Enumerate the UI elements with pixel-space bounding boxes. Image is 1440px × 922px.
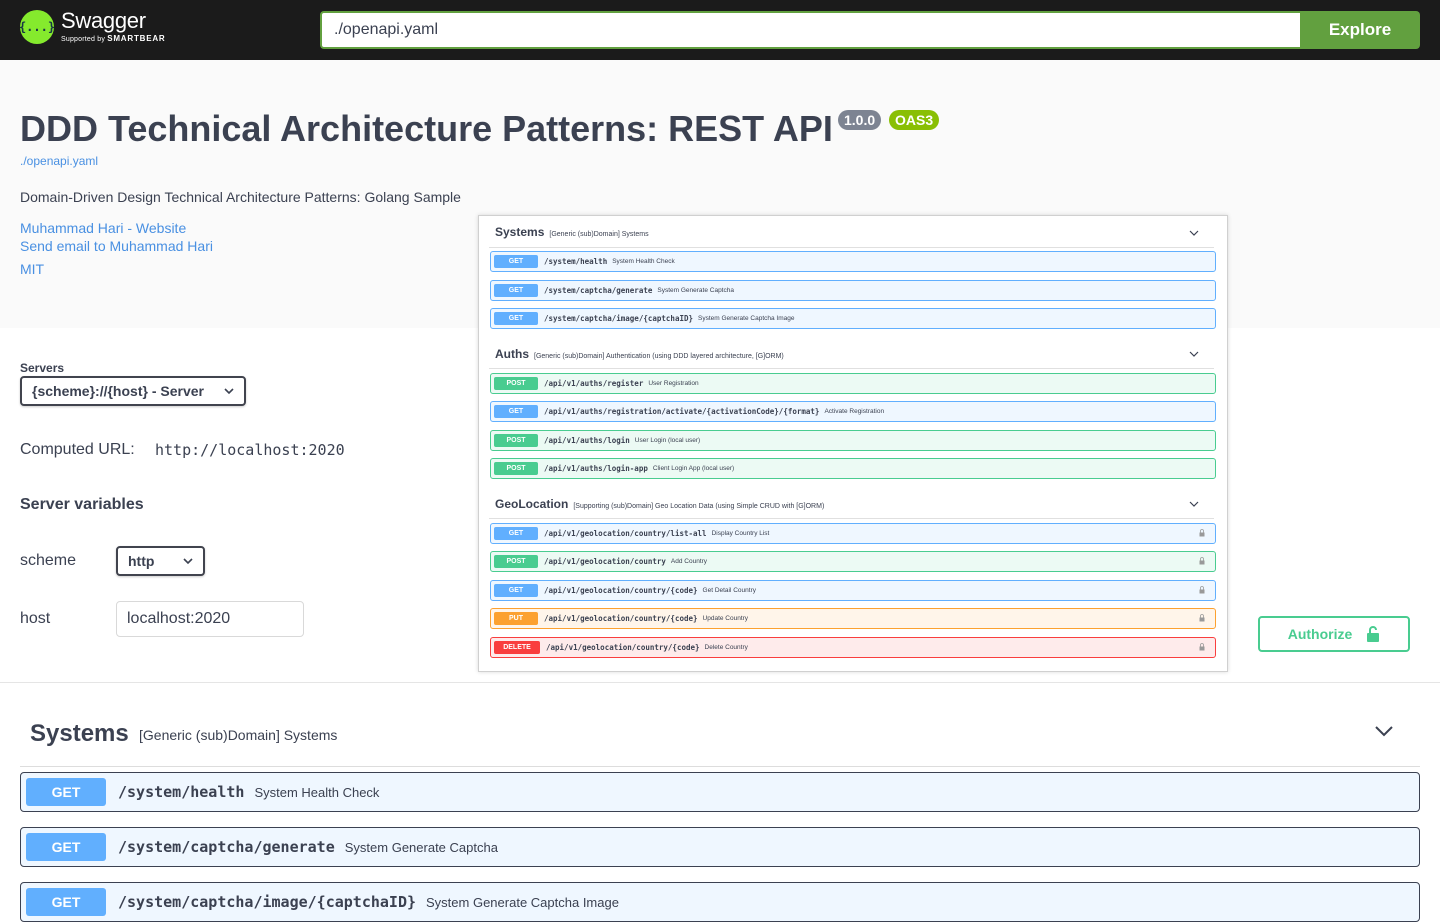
operation-summary: System Health Check [254, 784, 380, 800]
computed-url-value: http://localhost:2020 [155, 441, 345, 459]
logo-subtitle: Supported by SMARTBEAR [61, 34, 166, 43]
chevron-down-icon[interactable] [1189, 228, 1199, 238]
operation-row[interactable]: GET /system/health System Health Check [20, 772, 1420, 812]
preview-tag-systems[interactable]: Systems[Generic (sub)Domain] Systems [495, 225, 649, 239]
servers-select[interactable]: {scheme}://{host} - Server [20, 376, 246, 406]
method-badge: GET [26, 888, 106, 916]
scheme-select[interactable]: http [116, 546, 205, 576]
logo-name: Swagger [61, 8, 146, 33]
chevron-down-icon [183, 557, 193, 564]
oas-badge: OAS3 [889, 110, 940, 130]
spec-link[interactable]: ./openapi.yaml [20, 154, 99, 168]
preview-tag-geolocation[interactable]: GeoLocation[Supporting (sub)Domain] Geo … [495, 497, 825, 511]
version-badge: 1.0.0 [838, 110, 882, 130]
swagger-logo-icon: {...} [19, 10, 55, 44]
contact-email-link[interactable]: Send email to Muhammad Hari [20, 238, 213, 254]
top-bar: {...} Swagger Supported by SMARTBEAR Exp… [0, 0, 1440, 60]
contact-website-link[interactable]: Muhammad Hari - Website [20, 220, 187, 236]
chevron-down-icon[interactable] [1374, 724, 1394, 738]
spec-url-input[interactable] [320, 11, 1300, 49]
lock-icon[interactable] [1199, 614, 1205, 622]
api-description: Domain-Driven Design Technical Architect… [20, 189, 461, 205]
api-title: DDD Technical Architecture Patterns: RES… [20, 108, 833, 149]
preview-op[interactable]: GET/system/captcha/image/{captchaID}Syst… [490, 308, 1216, 329]
operation-summary: System Generate Captcha [344, 839, 498, 855]
tag-systems-title[interactable]: Systems [30, 720, 129, 747]
lock-icon[interactable] [1199, 586, 1205, 594]
preview-op[interactable]: GET/api/v1/auths/registration/activate/{… [490, 401, 1216, 422]
lock-icon[interactable] [1199, 529, 1205, 537]
scheme-label: scheme [20, 552, 77, 569]
chevron-down-icon[interactable] [1189, 349, 1199, 359]
operation-row[interactable]: GET /system/captcha/image/{captchaID} Sy… [20, 882, 1420, 922]
section-divider [0, 682, 1440, 683]
swagger-logo[interactable]: {...} Swagger Supported by SMARTBEAR [19, 8, 166, 44]
unlock-icon [1367, 626, 1380, 642]
license-link[interactable]: MIT [20, 261, 45, 277]
operations-preview-panel: Systems[Generic (sub)Domain] Systems GET… [478, 215, 1228, 672]
operation-path: /system/captcha/image/{captchaID} [118, 893, 417, 911]
lock-icon[interactable] [1199, 557, 1205, 565]
operation-path: /system/captcha/generate [118, 838, 335, 856]
host-input[interactable] [116, 601, 304, 637]
preview-op[interactable]: PUT/api/v1/geolocation/country/{code}Upd… [490, 608, 1216, 629]
operation-summary: System Generate Captcha Image [426, 894, 619, 910]
method-badge: GET [26, 778, 106, 806]
preview-op[interactable]: DELETE/api/v1/geolocation/country/{code}… [490, 637, 1216, 658]
preview-tag-auths[interactable]: Auths[Generic (sub)Domain] Authenticatio… [495, 347, 784, 361]
servers-label: Servers [20, 361, 65, 375]
server-variables-title: Server variables [20, 496, 144, 513]
host-label: host [20, 610, 51, 627]
lock-icon[interactable] [1199, 643, 1205, 651]
computed-url-label: Computed URL: [20, 441, 135, 458]
explore-button[interactable]: Explore [1300, 11, 1420, 49]
chevron-down-icon[interactable] [1189, 499, 1199, 509]
operation-row[interactable]: GET /system/captcha/generate System Gene… [20, 827, 1420, 867]
authorize-button[interactable]: Authorize [1258, 616, 1410, 652]
preview-op[interactable]: GET/api/v1/geolocation/country/{code}Get… [490, 580, 1216, 601]
chevron-down-icon [224, 387, 234, 394]
method-badge: GET [26, 833, 106, 861]
operation-path: /system/health [118, 783, 245, 801]
tag-systems-description: [Generic (sub)Domain] Systems [139, 727, 338, 743]
